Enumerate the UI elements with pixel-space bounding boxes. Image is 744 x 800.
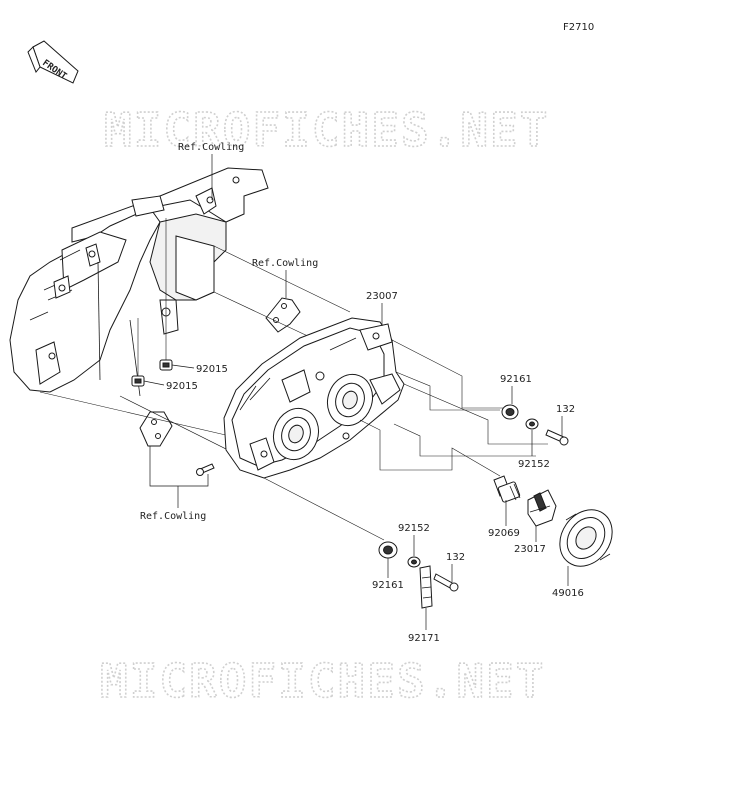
label-132-b: 132 (446, 552, 465, 563)
collar-92152-a (525, 418, 539, 430)
label-92171: 92171 (408, 633, 440, 644)
label-23007: 23007 (366, 291, 398, 302)
screw-lower-left (196, 463, 215, 476)
cover-49016 (559, 509, 613, 567)
clip-92015-a (159, 359, 173, 371)
bolt-132-a (545, 429, 569, 446)
label-92152-b: 92152 (398, 523, 430, 534)
grommet-92161-b (378, 541, 398, 559)
bolt-132-b (433, 573, 459, 592)
label-92152-a: 92152 (518, 459, 550, 470)
label-92069: 92069 (488, 528, 520, 539)
label-92015-a: 92015 (196, 364, 228, 375)
headlight-assembly-23007 (223, 317, 405, 479)
label-92015-b: 92015 (166, 381, 198, 392)
ref-cowling-mid-label: Ref.Cowling (252, 258, 318, 269)
label-23017: 23017 (514, 544, 546, 555)
ref-cowling-top-label: Ref.Cowling (178, 142, 244, 153)
label-92161-a: 92161 (500, 374, 532, 385)
clip-92015-b (131, 375, 145, 387)
clamp-92171 (419, 565, 433, 609)
label-49016: 49016 (552, 588, 584, 599)
socket-23017 (527, 489, 557, 527)
figure-code: F2710 (563, 22, 594, 33)
watermark-top: MICROFICHES.NET (104, 103, 549, 157)
front-arrow-icon: FRONT (27, 40, 79, 84)
label-92161-b: 92161 (372, 580, 404, 591)
collar-92152-b (407, 556, 421, 568)
bracket-mid (265, 297, 301, 333)
label-132-a: 132 (556, 404, 575, 415)
cowling-housing (9, 167, 269, 397)
bracket-lower (139, 411, 173, 447)
grommet-92161-a (501, 404, 519, 420)
bulb-92069 (493, 475, 521, 503)
ref-cowling-bottom-label: Ref.Cowling (140, 511, 206, 522)
watermark-bottom: MICROFICHES.NET (100, 654, 545, 708)
